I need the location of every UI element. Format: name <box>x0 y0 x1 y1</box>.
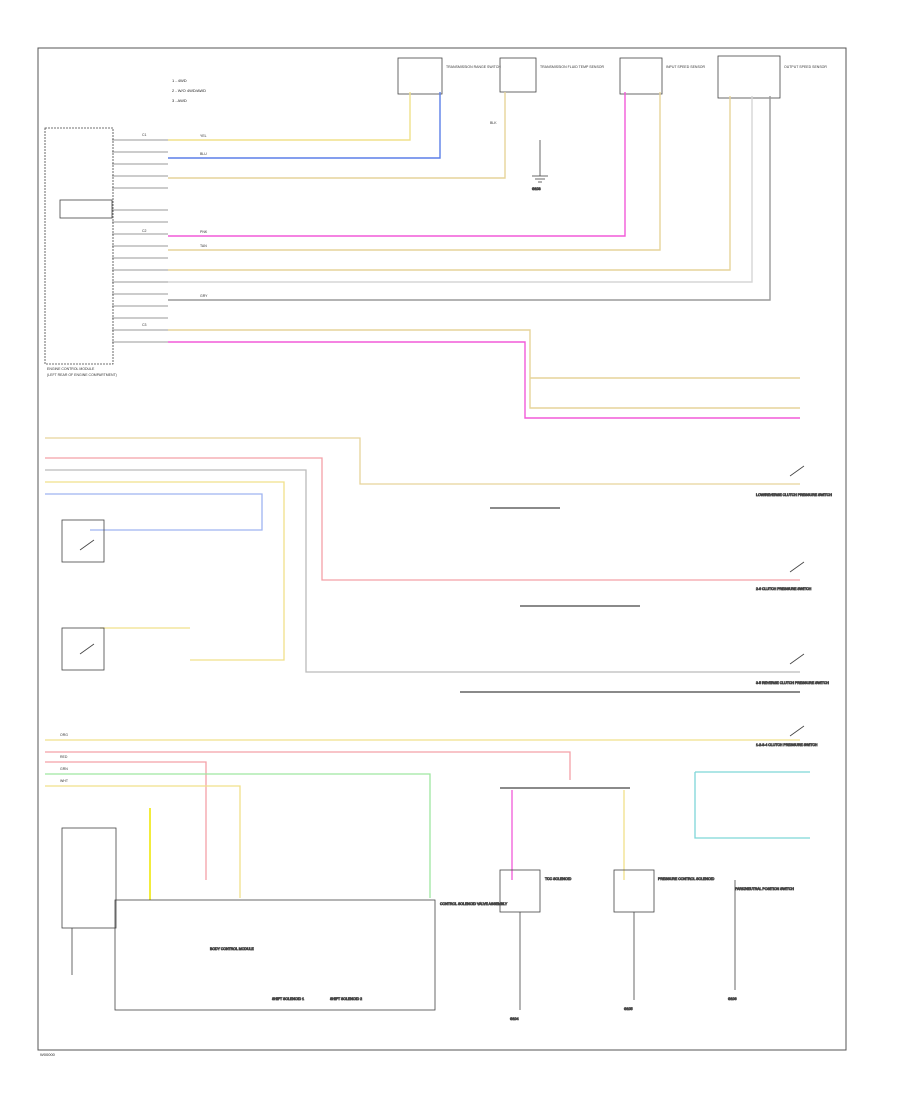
legend-item-2: 2 - W/O 4WD/AWD <box>172 88 206 93</box>
input-speed-label: INPUT SPEED SENSOR <box>666 65 706 69</box>
lower-bus-wires <box>45 739 810 900</box>
wire-tag-blk: BLK <box>490 121 497 125</box>
legend-item-1: 1 - 4WD <box>172 78 187 83</box>
connector-c1: C1 <box>142 133 147 137</box>
ground-1-label: G103 <box>532 187 541 191</box>
engine-module-label: ENGINE CONTROL MODULE <box>47 367 95 371</box>
clutch-3-label: 3-5 REVERSE CLUTCH PRESSURE SWITCH <box>756 681 829 685</box>
engine-module-note: (LEFT REAR OF ENGINE COMPARTMENT) <box>47 373 117 377</box>
wire-tag-wht: WHT <box>60 779 69 783</box>
bottom-grounds: G104 G105 G106 <box>71 880 737 1021</box>
solenoid-body-label: CONTROL SOLENOID VALVE ASSEMBLY <box>440 902 508 906</box>
shift-solenoid-2-label: SHIFT SOLENOID 2 <box>330 997 362 1001</box>
wire-tag-org: ORG <box>60 733 68 737</box>
ground-4-label: G106 <box>728 997 737 1001</box>
pressure-switches: LOW/REVERSE CLUTCH PRESSURE SWITCH 2-6 C… <box>61 465 833 747</box>
wire-tag-blu: BLU <box>200 152 207 156</box>
clutch-2-label: 2-6 CLUTCH PRESSURE SWITCH <box>756 587 812 591</box>
ecm-wires <box>168 92 800 419</box>
figure-id: W00000 <box>40 1052 56 1057</box>
tcc-solenoid-label: TCC SOLENOID <box>545 877 572 881</box>
wire-tag-tan: TAN <box>200 244 207 248</box>
clutch-1-label: LOW/REVERSE CLUTCH PRESSURE SWITCH <box>756 493 832 497</box>
neutral-switch-label: PARK/NEUTRAL POSITION SWITCH <box>735 887 794 891</box>
clutch-4-label: 1-2-3-4 CLUTCH PRESSURE SWITCH <box>756 743 818 747</box>
wire-tag-red: RED <box>60 755 68 759</box>
ground-2-label: G104 <box>510 1017 519 1021</box>
connector-c2: C2 <box>142 229 147 233</box>
shift-solenoid-1-label: SHIFT SOLENOID 1 <box>272 997 304 1001</box>
pin-column <box>112 139 168 343</box>
wire-tag-gry: GRY <box>200 294 208 298</box>
top-component-row: TRANSMISSION RANGE SWITCH TRANSMISSION F… <box>397 55 827 99</box>
legend: 1 - 4WD 2 - W/O 4WD/AWD 3 - AWD <box>172 78 206 103</box>
engine-control-module: ENGINE CONTROL MODULE (LEFT REAR OF ENGI… <box>44 127 168 377</box>
connector-tags: C1 C2 C3 YEL BLU PNK TAN GRY BLK ORG RED… <box>60 121 497 783</box>
trans-range-switch-label: TRANSMISSION RANGE SWITCH <box>446 65 501 69</box>
output-speed-label: OUTPUT SPEED SENSOR <box>784 65 827 69</box>
solenoid-assembly: CONTROL SOLENOID VALVE ASSEMBLY SHIFT SO… <box>61 827 795 1011</box>
connector-c3: C3 <box>142 323 147 327</box>
wire-tag-pnk: PNK <box>200 230 208 234</box>
body-control-label: BODY CONTROL MODULE <box>210 947 254 951</box>
mid-section-wires <box>45 437 800 693</box>
pressure-control-label: PRESSURE CONTROL SOLENOID <box>658 877 715 881</box>
diagram-border <box>37 47 847 1051</box>
trans-fluid-temp-label: TRANSMISSION FLUID TEMP SENSOR <box>540 65 605 69</box>
ground-3-label: G105 <box>624 1007 633 1011</box>
legend-item-3: 3 - AWD <box>172 98 187 103</box>
wire-tag-yel: YEL <box>200 134 207 138</box>
ground-symbol-top: G103 <box>532 140 548 191</box>
wire-tag-grn: GRN <box>60 767 68 771</box>
